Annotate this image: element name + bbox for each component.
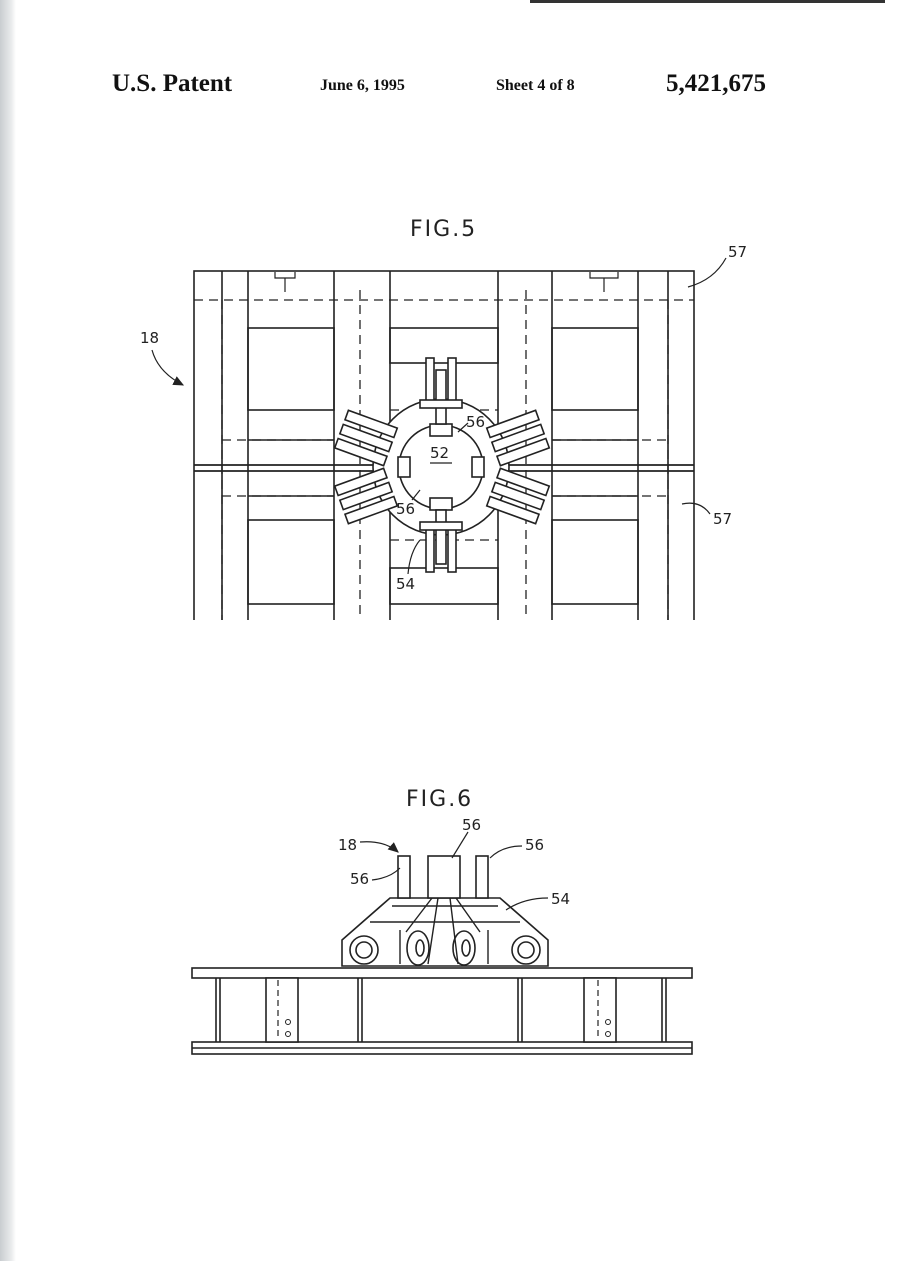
top-rule xyxy=(530,0,885,3)
ref-54: 54 xyxy=(551,890,570,908)
sheet-number: Sheet 4 of 8 xyxy=(496,77,575,95)
ref-57-top: 57 xyxy=(728,243,747,261)
figure-6-label: FIG.6 xyxy=(406,787,473,812)
ref-18: 18 xyxy=(338,836,357,854)
patent-office-label: U.S. Patent xyxy=(112,70,232,98)
patent-date: June 6, 1995 xyxy=(320,77,405,95)
ref-56-left: 56 xyxy=(350,870,369,888)
ref-56-lower: 56 xyxy=(396,500,415,518)
patent-number: 5,421,675 xyxy=(666,70,766,98)
ref-54: 54 xyxy=(396,575,415,593)
ref-56-top-center: 56 xyxy=(462,816,481,834)
patent-header: U.S. Patent June 6, 1995 Sheet 4 of 8 5,… xyxy=(0,68,900,108)
figure-5-drawing: FIG.5 xyxy=(0,200,900,620)
ref-56-top-right: 56 xyxy=(525,836,544,854)
ref-57-bottom: 57 xyxy=(713,510,732,528)
ref-56-upper: 56 xyxy=(466,413,485,431)
ref-18: 18 xyxy=(140,329,159,347)
ref-52: 52 xyxy=(430,444,449,462)
figure-6-drawing: FIG.6 xyxy=(0,770,900,1080)
figure-5-label: FIG.5 xyxy=(410,217,477,242)
